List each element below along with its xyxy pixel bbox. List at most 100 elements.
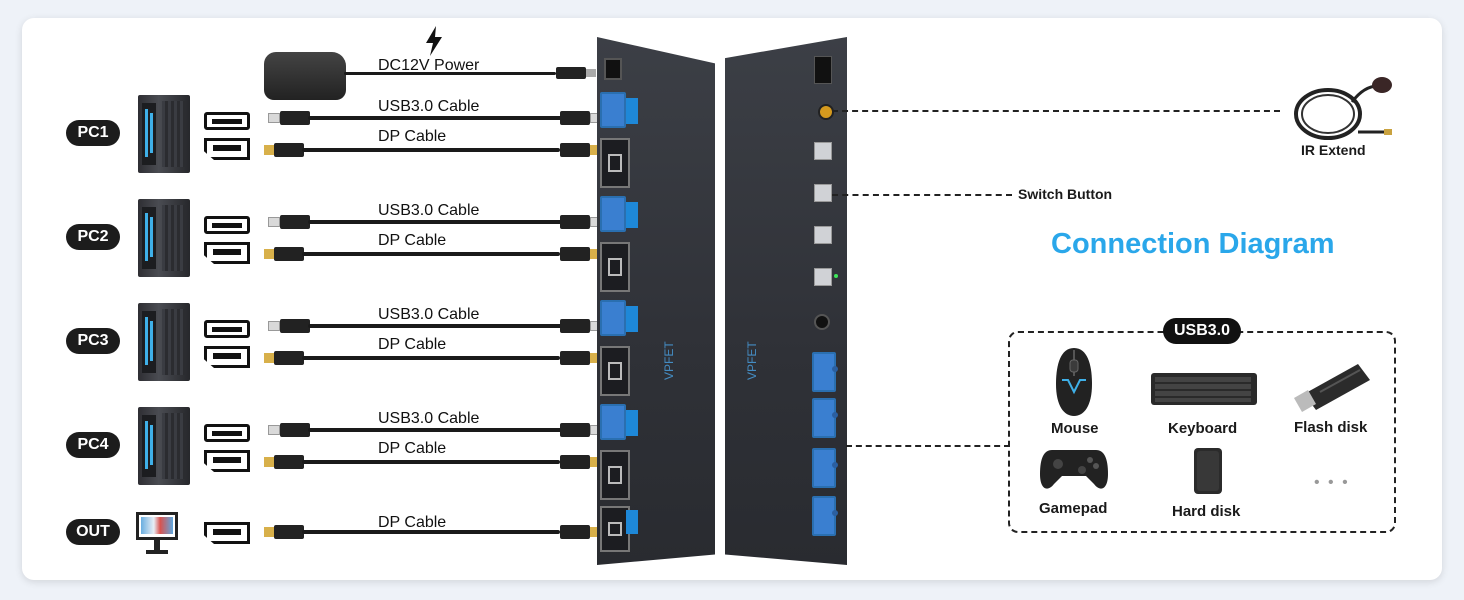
rear-pc4-usb-port [600, 404, 626, 440]
pc3-dp-port-icon [204, 346, 250, 368]
pc1-dp-plug-right [560, 143, 600, 157]
rear-pc4-tag [626, 410, 638, 436]
pc4-tower-icon [138, 407, 190, 485]
pc4-usb-port-icon [204, 424, 250, 442]
page-title: Connection Diagram [1051, 228, 1335, 260]
monitor-stand [154, 540, 160, 550]
pc2-dp-plug-right [560, 247, 600, 261]
front-usb-led-1 [832, 366, 838, 372]
front-usb-port-4 [812, 496, 836, 536]
pc4-switch-button[interactable] [814, 142, 832, 160]
pc1-usb-plug-left [268, 111, 310, 125]
pc3-dp-cable-label: DP Cable [378, 336, 447, 353]
front-usb-port-3 [812, 448, 836, 488]
pc4-dp-plug-right [560, 455, 600, 469]
rear-pc1-usb-port [600, 92, 626, 128]
pc3-dp-cable [302, 356, 560, 360]
rear-out-dp-port [600, 506, 630, 552]
power-plug-tip [586, 69, 596, 77]
pc1-usb-cable [308, 116, 562, 120]
pc3-dp-plug-right [560, 351, 600, 365]
out-dp-cable [302, 530, 560, 534]
rear-pc3-tag [626, 306, 638, 332]
out-dp-plug-right [560, 525, 600, 539]
rear-pc2-usb-port [600, 196, 626, 232]
pc4-dp-cable-label: DP Cable [378, 440, 447, 457]
hard-disk-icon [1194, 448, 1222, 494]
pc1-switch-button[interactable] [814, 268, 832, 286]
out-pill: OUT [66, 519, 120, 545]
pc1-led [834, 274, 838, 278]
pc4-pill: PC4 [66, 432, 120, 458]
switch-dashed-line [832, 194, 1012, 196]
pc4-usb-plug-right [560, 423, 602, 437]
pc3-pill: PC3 [66, 328, 120, 354]
out-dp-label: DP Cable [378, 514, 447, 531]
ir-port [818, 104, 834, 120]
pc1-usb-plug-right [560, 111, 602, 125]
rear-pc2-tag [626, 202, 638, 228]
pc3-usb-port-icon [204, 320, 250, 338]
rear-pc1-dp-port [600, 138, 630, 188]
pc1-usb-cable-label: USB3.0 Cable [378, 98, 480, 115]
ir-extend-label: IR Extend [1301, 142, 1366, 158]
audio-jack [814, 314, 830, 330]
usb-badge: USB3.0 [1163, 318, 1241, 344]
pc2-usb-plug-right [560, 215, 602, 229]
pc4-dp-plug-left [264, 455, 304, 469]
pc1-tower-icon [138, 95, 190, 173]
flash-disk-icon [1294, 364, 1370, 412]
rear-out-tag [626, 510, 638, 534]
pc2-dp-cable-label: DP Cable [378, 232, 447, 249]
pc1-dp-cable-label: DP Cable [378, 128, 447, 145]
rear-brand-text: VPFET [662, 341, 676, 380]
pc2-usb-cable-label: USB3.0 Cable [378, 202, 480, 219]
pc1-pill: PC1 [66, 120, 120, 146]
pc2-dp-plug-left [264, 247, 304, 261]
pc3-switch-button[interactable] [814, 184, 832, 202]
pc1-usb-port-icon [204, 112, 250, 130]
pc4-usb-cable-label: USB3.0 Cable [378, 410, 480, 427]
flash-disk-label: Flash disk [1294, 419, 1368, 436]
front-usb-led-4 [832, 510, 838, 516]
pc3-usb-plug-right [560, 319, 602, 333]
out-dp-port-icon [204, 522, 250, 544]
power-label: DC12V Power [378, 57, 480, 74]
pc2-usb-plug-left [268, 215, 310, 229]
pc2-tower-icon [138, 199, 190, 277]
front-usb-port-1 [812, 352, 836, 392]
monitor-base [146, 550, 168, 554]
pc4-usb-plug-left [268, 423, 310, 437]
pc3-tower-icon [138, 303, 190, 381]
pc2-switch-button[interactable] [814, 226, 832, 244]
pc3-dp-plug-left [264, 351, 304, 365]
power-plug [556, 67, 586, 79]
pc4-dp-cable [302, 460, 560, 464]
pc3-usb-cable-label: USB3.0 Cable [378, 306, 480, 323]
mouse-icon [1056, 348, 1092, 416]
more-icon: • • • [1314, 474, 1350, 491]
pc1-dp-plug-left [264, 143, 304, 157]
rear-pc4-dp-port [600, 450, 630, 500]
front-usb-port-2 [812, 398, 836, 438]
monitor-screen [141, 517, 173, 534]
pc4-dp-port-icon [204, 450, 250, 472]
front-usb-led-3 [832, 462, 838, 468]
out-dp-plug-left [264, 525, 304, 539]
pc2-dp-cable [302, 252, 560, 256]
hard-disk-label: Hard disk [1172, 503, 1241, 520]
mouse-label: Mouse [1051, 420, 1099, 437]
ir-extender-icon [1294, 77, 1392, 140]
rear-pc3-usb-port [600, 300, 626, 336]
rear-pc3-dp-port [600, 346, 630, 396]
rear-dc-jack [604, 58, 622, 80]
power-switch[interactable] [814, 56, 832, 84]
pc4-usb-cable [308, 428, 562, 432]
pc3-usb-cable [308, 324, 562, 328]
lightning-icon [426, 26, 442, 56]
ir-dashed-line [832, 110, 1280, 112]
pc2-usb-port-icon [204, 216, 250, 234]
rear-pc2-dp-port [600, 242, 630, 292]
front-brand-text: VPFET [745, 341, 759, 380]
front-usb-led-2 [832, 412, 838, 418]
